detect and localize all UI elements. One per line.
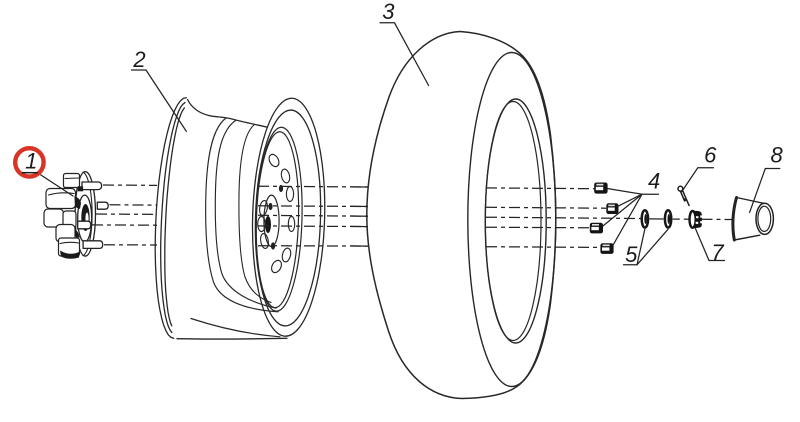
svg-text:3: 3 [382,0,395,24]
svg-text:5: 5 [625,242,638,267]
svg-text:7: 7 [711,240,724,265]
svg-text:1: 1 [25,149,37,174]
svg-text:2: 2 [132,47,145,72]
svg-text:8: 8 [770,143,783,168]
svg-text:4: 4 [648,169,660,194]
svg-text:6: 6 [704,143,717,168]
